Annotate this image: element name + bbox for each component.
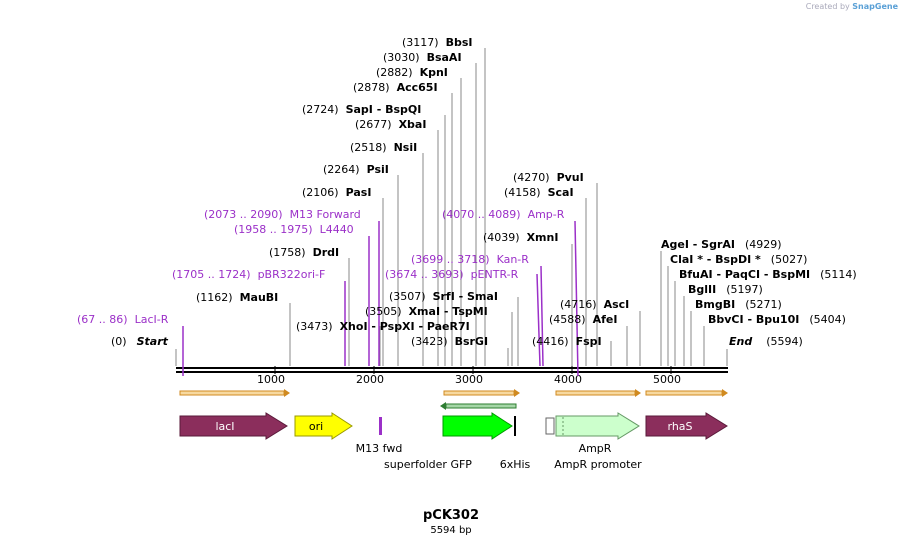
primer-labels: (67 .. 86)LacI-R (1705 .. 1724)pBR322ori… [77, 208, 565, 326]
enzyme-labels: (3117)BbsI (3030)BsaAI (2882)KpnI (2878)… [111, 36, 857, 348]
site-bfuai: BfuAI - PaqCI - BspMI(5114) [679, 268, 857, 281]
feature-label-laci: lacI [215, 420, 234, 433]
feature-gfp[interactable]: superfolder GFP [384, 412, 513, 471]
tick-2000: 2000 [356, 373, 384, 386]
tick-4000: 4000 [554, 373, 582, 386]
site-psii: (2264)PsiI [323, 163, 389, 176]
primer-laci-r: (67 .. 86)LacI-R [77, 313, 169, 326]
site-sapi: (2724)SapI - BspQI [302, 103, 421, 116]
primer-kan-r: (3699 .. 3718)Kan-R [411, 253, 529, 266]
feature-ampr[interactable]: AmpR [555, 412, 640, 455]
site-bbvci: BbvCI - Bpu10I(5404) [708, 313, 846, 326]
site-nsii: (2518)NsiI [350, 141, 417, 154]
start-label: (0)Start [111, 335, 169, 348]
snapgene-logo: SnapGene [852, 2, 898, 11]
site-srfi: (3507)SrfI - SmaI [389, 290, 498, 303]
primer-m13-forward: (2073 .. 2090)M13 Forward [204, 208, 361, 221]
site-bsaai: (3030)BsaAI [383, 51, 462, 64]
site-xmai: (3505)XmaI - TspMI [365, 305, 488, 318]
feature-label-gfp: superfolder GFP [384, 458, 472, 471]
feature-m13fwd[interactable]: M13 fwd [356, 417, 403, 455]
primer-pbr322ori-f: (1705 .. 1724)pBR322ori-F [172, 268, 325, 281]
site-asci: (4716)AscI [560, 298, 629, 311]
tick-1000: 1000 [257, 373, 285, 386]
plasmid-length: 5594 bp [430, 525, 471, 536]
site-bmgbi: BmgBI(5271) [695, 298, 782, 311]
orf-bars [179, 389, 728, 410]
site-pvui: (4270)PvuI [513, 171, 584, 184]
primer-lines [182, 220, 579, 377]
feature-label-m13fwd: M13 fwd [356, 442, 403, 455]
site-lines [175, 48, 728, 366]
primer-amp-r: (4070 .. 4089)Amp-R [442, 208, 565, 221]
site-clai: ClaI * - BspDI *(5027) [670, 253, 807, 266]
site-bbsi: (3117)BbsI [402, 36, 472, 49]
feature-amprpromoter[interactable]: AmpR promoter [545, 417, 642, 471]
backbone [176, 367, 728, 373]
plasmid-name: pCK302 [423, 508, 479, 523]
end-label: End(5594) [729, 335, 803, 348]
feature-label-rhas: rhaS [667, 420, 692, 433]
site-pasi: (2106)PasI [302, 186, 371, 199]
plasmid-title: pCK302 5594 bp [423, 508, 479, 536]
site-bsrgi: (3423)BsrGI [411, 335, 488, 348]
site-kpni: (2882)KpnI [376, 66, 448, 79]
feature-label-ori: ori [309, 420, 323, 433]
site-afei: (4588)AfeI [549, 313, 617, 326]
site-maubi: (1162)MauBI [196, 291, 278, 304]
site-agei: AgeI - SgrAI(4929) [661, 238, 782, 251]
site-xhoi: (3473)XhoI - PspXI - PaeR7I [296, 320, 470, 333]
feature-label-ampr: AmpR [579, 442, 612, 455]
site-fspi: (4416)FspI [532, 335, 602, 348]
site-xbai: (2677)XbaI [355, 118, 426, 131]
feature-ori[interactable]: ori [294, 412, 353, 440]
site-bglii: BglII(5197) [688, 283, 763, 296]
site-acc65i: (2878)Acc65I [353, 81, 438, 94]
primer-l4440: (1958 .. 1975)L4440 [234, 223, 354, 236]
primer-pentr-r: (3674 .. 3693)pENTR-R [385, 268, 519, 281]
tick-5000: 5000 [653, 373, 681, 386]
tick-3000: 3000 [455, 373, 483, 386]
snapgene-credit: Created by SnapGene [806, 2, 898, 11]
feature-his[interactable]: 6xHis [500, 416, 531, 471]
feature-label-amprpromoter: AmpR promoter [554, 458, 642, 471]
feature-rhas[interactable]: rhaS [645, 412, 728, 440]
site-scai: (4158)ScaI [504, 186, 574, 199]
features: lacI ori M13 fwd superfolder GFP 6xHis A… [179, 412, 728, 471]
feature-label-his: 6xHis [500, 458, 531, 471]
site-drdi: (1758)DrdI [269, 246, 339, 259]
credit-prefix: Created by [805, 2, 850, 11]
site-xmni: (4039)XmnI [483, 231, 558, 244]
feature-laci[interactable]: lacI [179, 412, 288, 440]
ruler: 1000 2000 3000 4000 5000 [257, 366, 681, 386]
